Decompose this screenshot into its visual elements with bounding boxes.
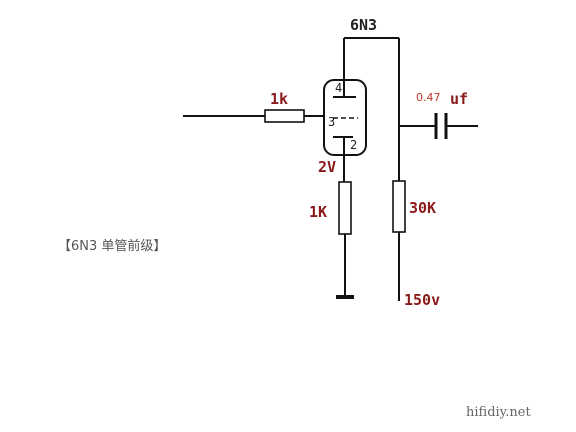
cathode-resistor-label: 1K <box>309 203 327 221</box>
tube-label: 6N3 <box>350 16 377 34</box>
diagram-caption: 【6N3 单管前级】 <box>58 238 166 254</box>
input-resistor-label: 1k <box>270 90 288 108</box>
input-resistor <box>264 109 305 123</box>
cathode-voltage-label: 2V <box>318 158 336 176</box>
pin-cathode-label: 2 <box>350 138 357 152</box>
plate-resistor-label: 30K <box>409 199 436 217</box>
pin-plate-label: 4 <box>335 81 342 95</box>
cathode-resistor <box>338 181 352 235</box>
cap-value-label: 0.47 <box>416 91 441 104</box>
pin-grid-label: 3 <box>328 115 335 129</box>
watermark: hifidiy.net <box>466 405 531 420</box>
cap-unit-label: uf <box>450 90 468 108</box>
plate-resistor <box>392 180 406 233</box>
supply-voltage-label: 150v <box>404 291 440 309</box>
